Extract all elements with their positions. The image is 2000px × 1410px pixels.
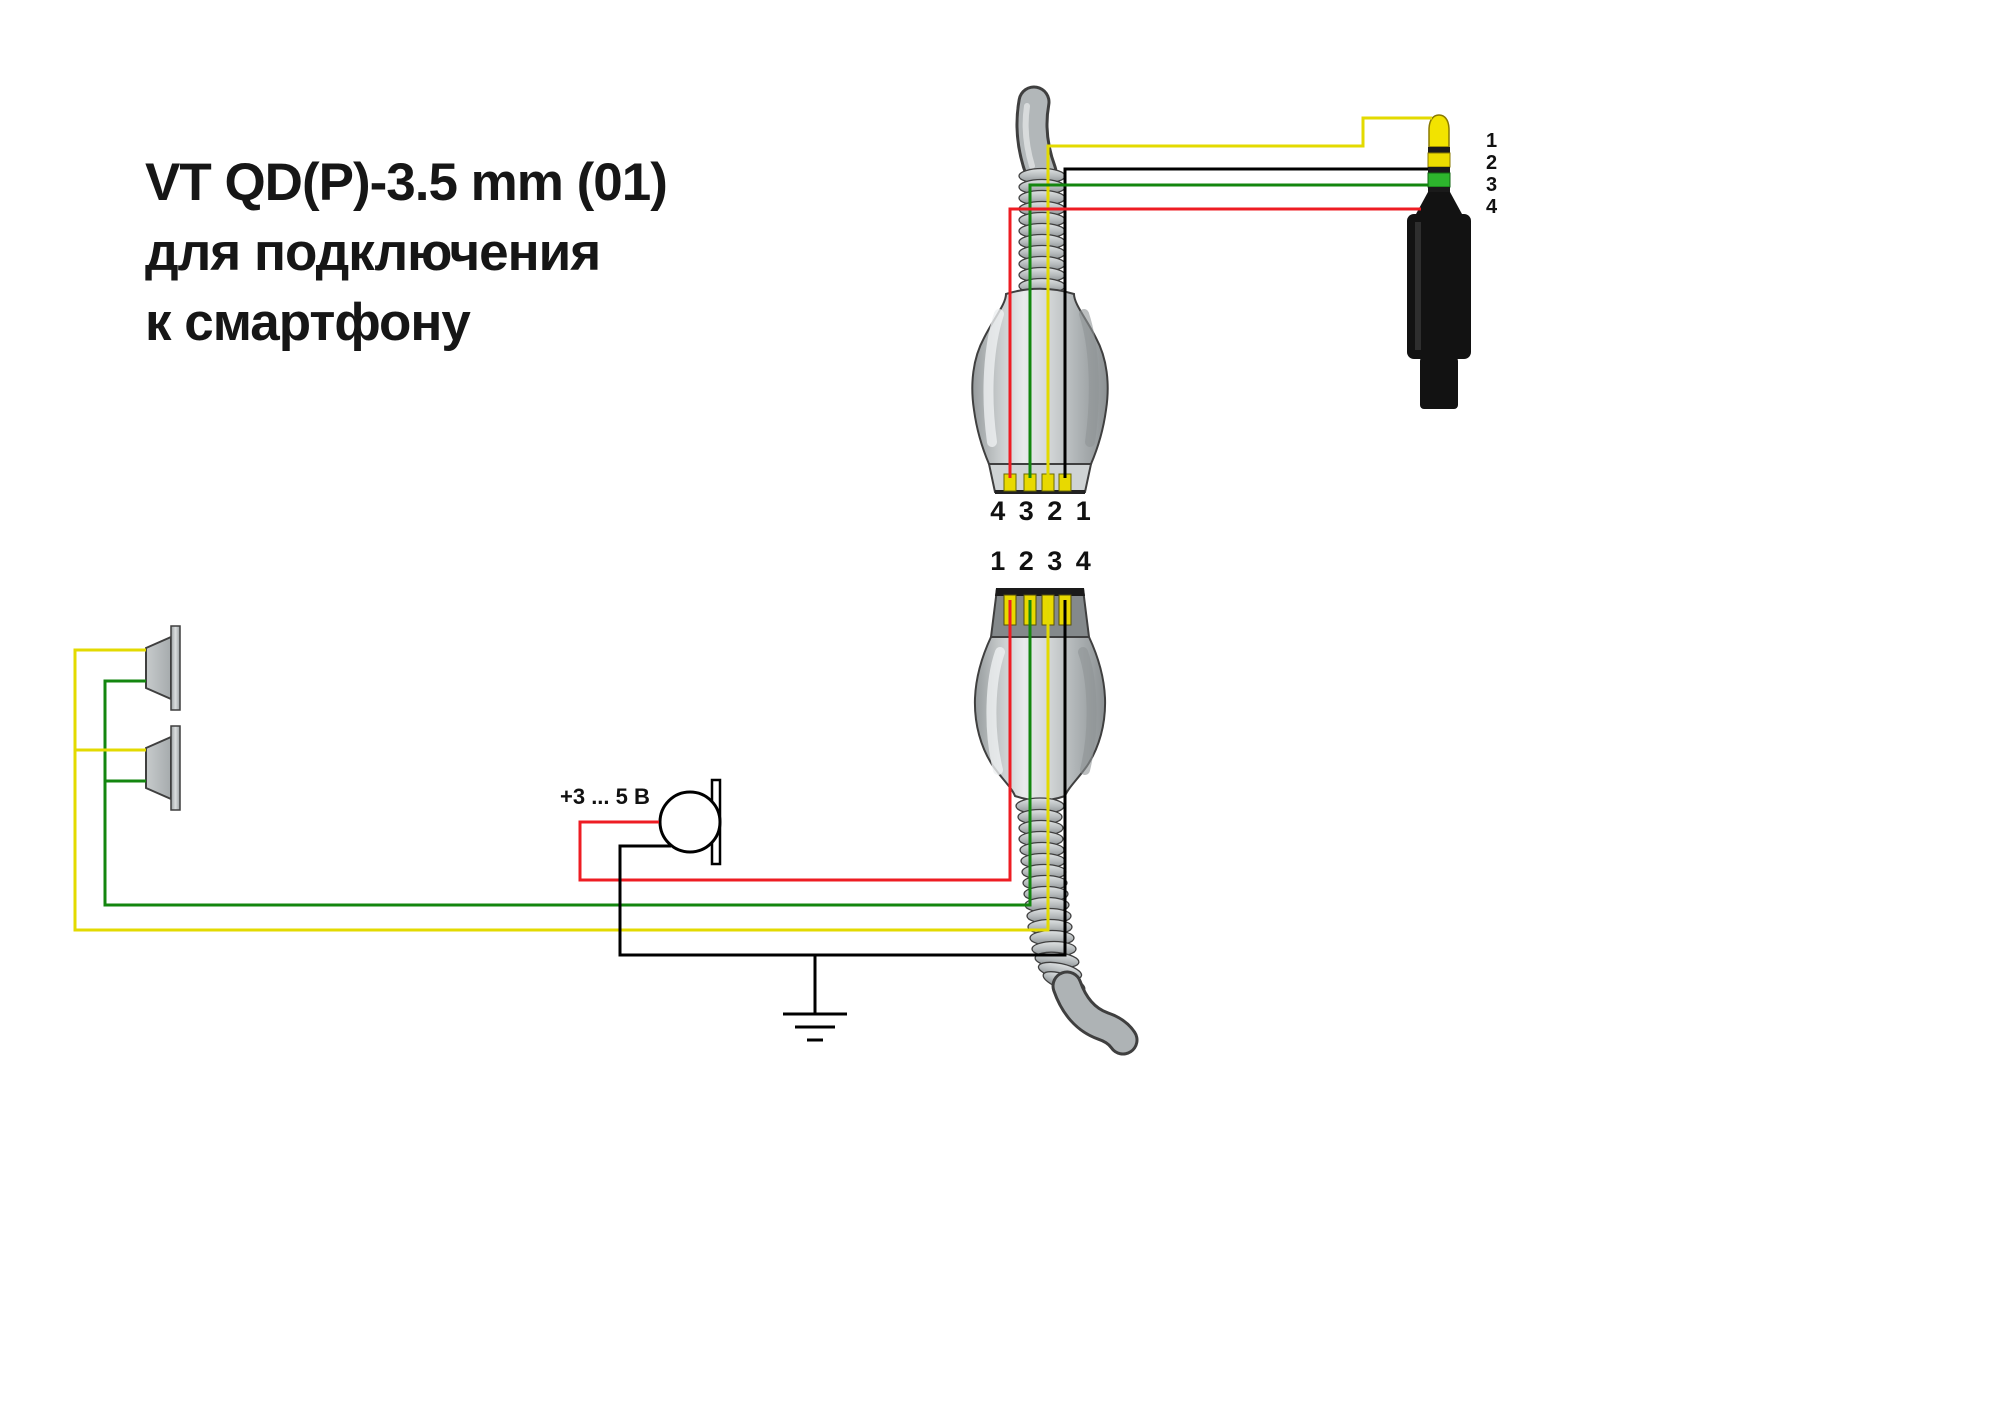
speaker-top-plate — [170, 625, 181, 711]
wire-yellow-bottom — [73, 600, 1050, 932]
title-line-3: к смартфону — [145, 293, 471, 352]
speaker-top-cone — [145, 635, 172, 701]
qd-bottom-strain-relief — [1015, 797, 1086, 993]
qd-connector-top — [971, 85, 1109, 494]
wire-black-top — [1063, 167, 1428, 478]
ground-symbol — [783, 955, 847, 1042]
jack-pin-number-1: 1 — [1486, 130, 1498, 152]
jack-insulator-3 — [1428, 187, 1450, 192]
jack-ring-2 — [1427, 152, 1451, 168]
wire-green-bottom — [103, 600, 1032, 907]
jack-plug-35mm — [1407, 114, 1471, 409]
diagram-title: VT QD(P)-3.5 mm (01) для подключения к с… — [145, 148, 668, 358]
wire-yellow-top — [1046, 116, 1432, 478]
speaker-bottom-cone — [145, 735, 172, 801]
jack-pin-numbers: 1 2 3 4 — [1486, 130, 1497, 218]
qd-bottom-body-highlight — [986, 647, 1005, 775]
qd-top-body — [971, 287, 1109, 465]
qd-top-body-highlight — [983, 309, 1004, 447]
qd-bottom-body-shadow — [1078, 647, 1097, 775]
mic-voltage-label: +3 ... 5 В — [560, 784, 650, 809]
jack-sleeve-flare — [1416, 192, 1462, 214]
wires — [73, 116, 1432, 957]
jack-insulator-1 — [1428, 147, 1450, 153]
microphone-capsule — [658, 790, 722, 854]
qd-top-cable — [1015, 85, 1058, 189]
jack-insulator-2 — [1428, 167, 1450, 173]
wire-red-bottom — [578, 600, 1012, 882]
speaker-top — [145, 625, 181, 711]
speaker-bottom-plate — [170, 725, 181, 811]
title-line-2: для подключения — [145, 223, 601, 282]
qd-bottom-pin-block-cap — [995, 588, 1085, 596]
jack-tip — [1428, 114, 1450, 148]
qd-top-pins — [1003, 473, 1072, 492]
microphone — [658, 778, 722, 866]
wire-black-bottom — [618, 600, 1067, 957]
qd-bottom-cable — [1051, 970, 1139, 1056]
jack-pin-number-2: 2 — [1486, 152, 1498, 174]
jack-body-highlight — [1415, 222, 1421, 350]
jack-boot — [1420, 357, 1458, 409]
qd-top-strain-relief — [1018, 167, 1066, 306]
speaker-bottom — [145, 725, 181, 811]
jack-pin-number-3: 3 — [1486, 174, 1498, 196]
wire-red-top — [1008, 207, 1421, 478]
wire-green-top — [1028, 183, 1428, 478]
jack-pin-number-4: 4 — [1486, 196, 1498, 218]
jack-body — [1407, 214, 1471, 359]
title-line-1: VT QD(P)-3.5 mm (01) — [145, 153, 668, 212]
bottom-connector-pin-numbers: 1 2 3 4 — [990, 546, 1094, 576]
top-connector-pin-numbers: 4 3 2 1 — [990, 496, 1094, 526]
jack-ring-3 — [1427, 172, 1451, 188]
qd-top-body-shadow — [1079, 309, 1099, 447]
